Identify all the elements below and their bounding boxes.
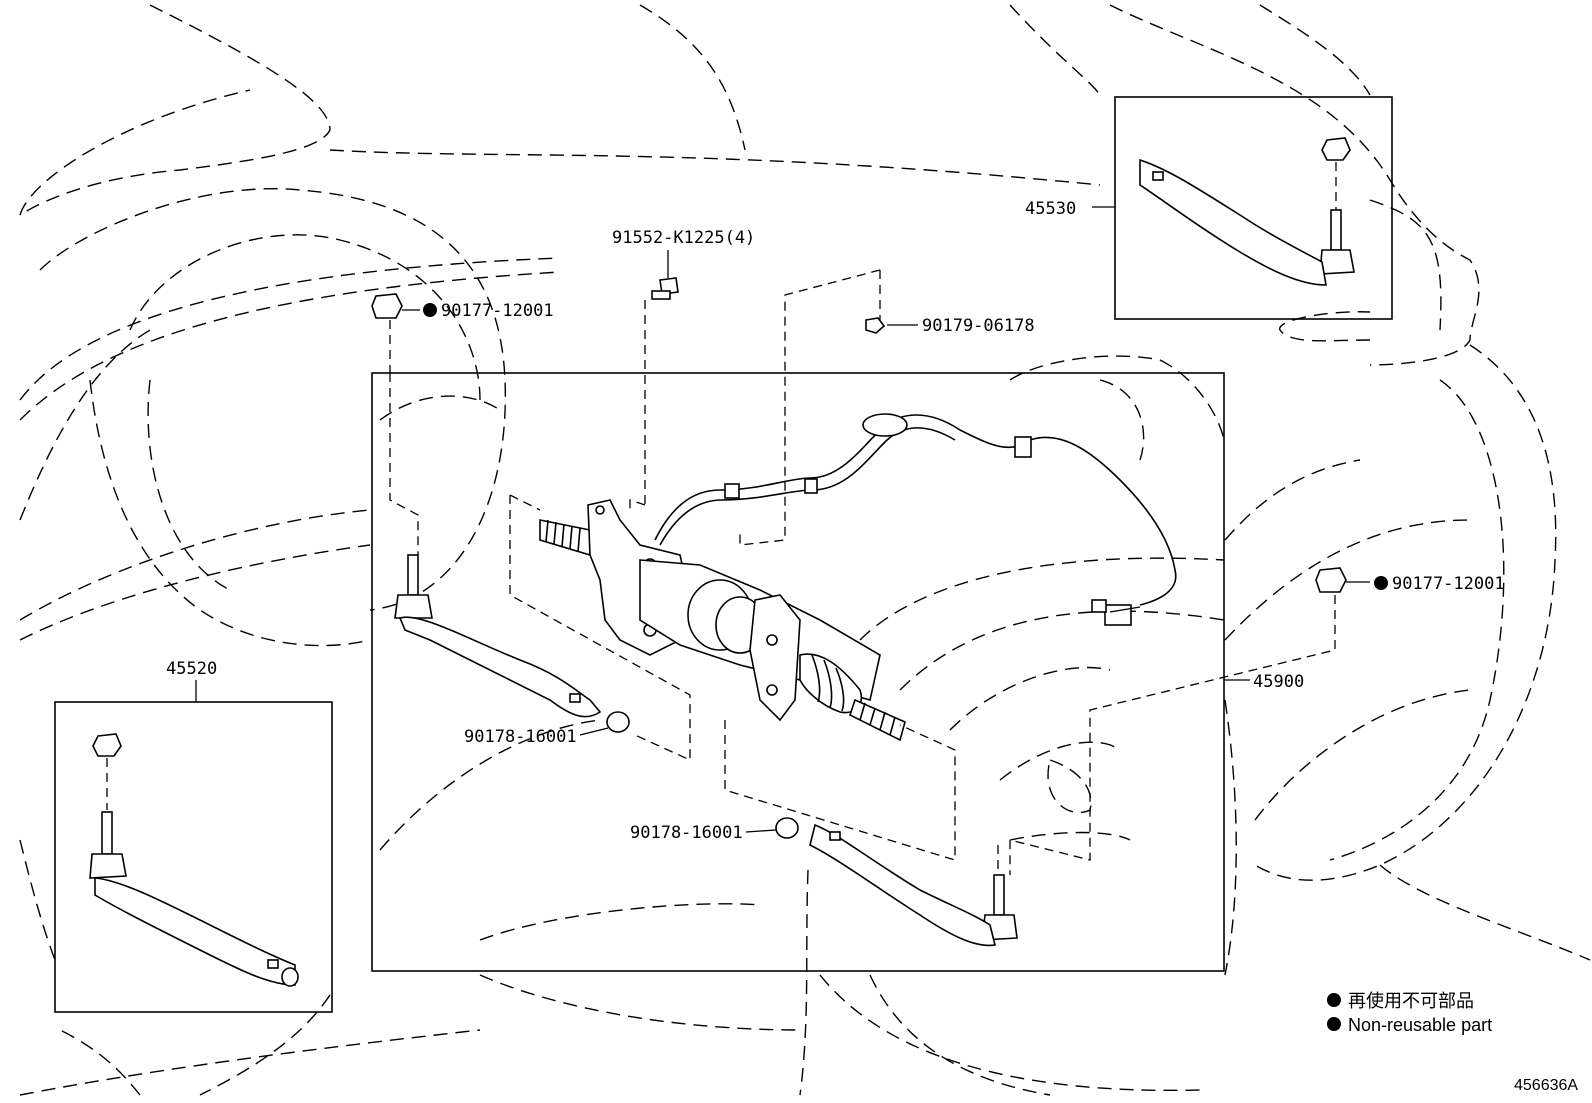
callout-91552: 91552-K1225(4) [612,228,755,248]
legend-marker-en [1327,1017,1341,1031]
illustration-id: 456636A [1514,1077,1578,1094]
nut-90178-lower [775,817,799,839]
callout-90177-right: 90177-12001 [1392,574,1505,594]
callout-90179: 90179-06178 [922,316,1035,336]
inner-body-outline [379,355,1225,941]
callout-90177-left: 90177-12001 [441,301,554,321]
inset-frame-45530 [1114,96,1393,320]
nut-90179 [865,317,886,334]
callout-leaders [195,206,1370,833]
legend-japanese: 再使用不可部品 [1348,991,1474,1011]
callout-90178-lower: 90178-16001 [630,823,743,843]
steering-rack-assembly [539,413,1177,742]
callout-labels: 45530 45520 45900 91552-K1225(4) 90177-1… [166,199,1505,843]
non-reusable-marker [423,303,437,317]
callout-45900: 45900 [1253,672,1304,692]
vehicle-body-outline [19,4,1591,1096]
nut-90177-left [371,293,403,319]
assembly-dashed-lines [389,269,1336,875]
callout-45520: 45520 [166,659,217,679]
nut-90178-upper [606,711,630,733]
inset-frame-45520 [54,701,333,1013]
main-assembly-frame [371,372,1225,972]
legend-english: Non-reusable part [1348,1015,1492,1035]
callout-45530: 45530 [1025,199,1076,219]
tie-rod-end-45520 [89,733,299,987]
bolt-91552 [651,277,679,300]
legend: 再使用不可部品 Non-reusable part [1327,991,1492,1035]
callout-90178-upper: 90178-16001 [464,727,577,747]
tie-rod-end-left [394,554,630,733]
tie-rod-end-45530 [1139,137,1355,286]
legend-marker-jp [1327,993,1341,1007]
nut-90177-right [1315,567,1347,593]
tie-rod-end-right [775,817,1018,947]
non-reusable-marker [1374,576,1388,590]
